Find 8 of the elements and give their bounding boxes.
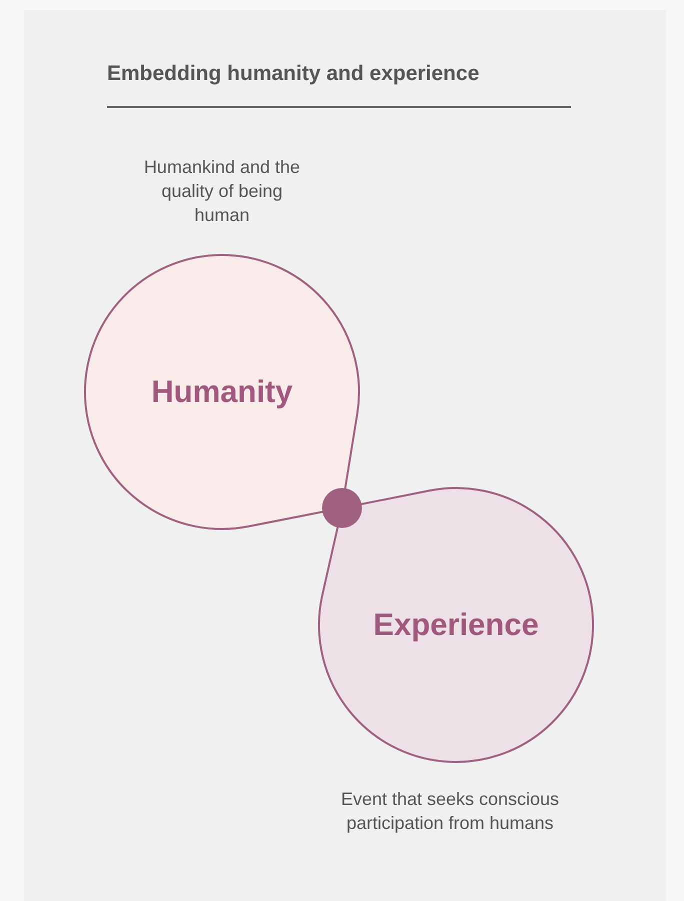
node-label: Experience — [372, 608, 540, 642]
teardrop-shape — [317, 486, 595, 764]
teardrop-shape — [83, 253, 361, 531]
description-text: Humankind and the quality of being human — [142, 156, 302, 227]
description-text: Event that seeks conscious participation from humans — [340, 788, 560, 835]
node-label: Humanity — [150, 375, 294, 409]
junction-dot — [320, 486, 364, 530]
diagram-title: Embedding humanity and experience — [107, 62, 480, 86]
